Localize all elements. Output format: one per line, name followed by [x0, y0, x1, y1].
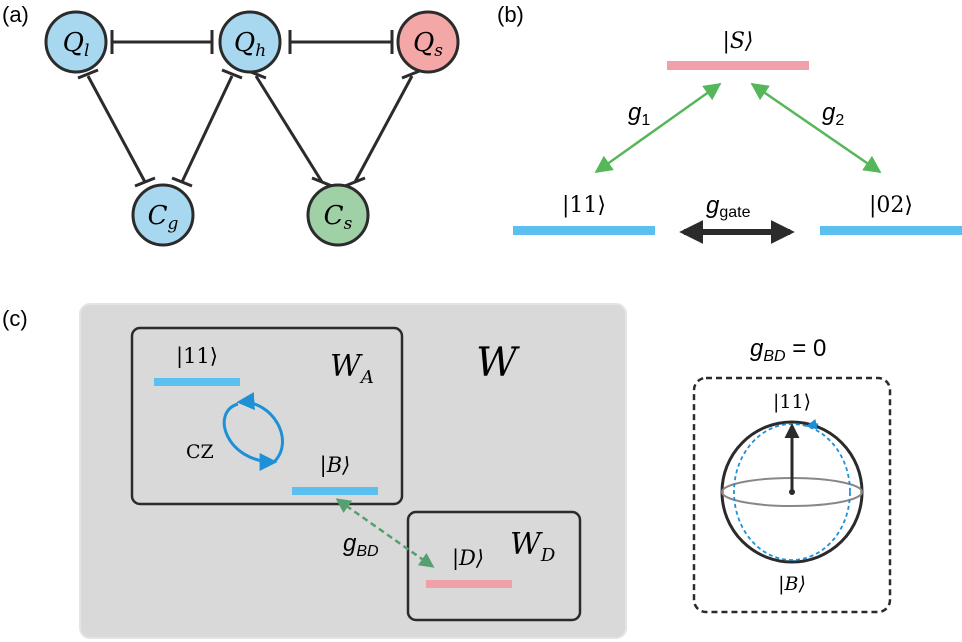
w-label: W — [476, 340, 520, 386]
wa-state-11-label: |11⟩ — [176, 344, 218, 369]
state-02-label: |02⟩ — [869, 193, 913, 218]
wa-label: WA — [330, 349, 374, 388]
panel-b-label: (b) — [497, 2, 524, 27]
level-02 — [820, 226, 962, 235]
panel-c-label: (c) — [2, 306, 28, 331]
g2-label: g2 — [822, 99, 844, 129]
node-q-h: Qh — [218, 10, 282, 74]
node-q-l: Ql — [44, 10, 108, 74]
cz-label: CZ — [186, 441, 214, 463]
state-11-label: |11⟩ — [562, 193, 606, 218]
wa-box — [130, 326, 404, 506]
panel-b: (b) |S⟩ |11⟩ |02⟩ g1 g2 ggate — [497, 2, 962, 244]
state-s-label: |S⟩ — [722, 29, 753, 54]
w-region — [79, 303, 627, 639]
svg-text:Ql: Ql — [63, 28, 90, 61]
panel-c: (c) W WA |11⟩ |B⟩ CZ WD |D⟩ gBD gBD = 0 … — [2, 303, 892, 639]
g1-arrow — [594, 82, 722, 174]
cz-arrow-left — [222, 402, 278, 471]
wa-level-11 — [154, 378, 240, 386]
bloch-center — [789, 489, 795, 495]
panel-a: (a) Ql — [2, 2, 460, 247]
gbd-label: gBD — [343, 530, 379, 560]
wd-label: WD — [510, 527, 556, 566]
gbd-arrow — [335, 498, 435, 568]
wa-level-b — [292, 487, 378, 495]
svg-text:Cg: Cg — [148, 201, 179, 234]
bloch-bottom-label: |B⟩ — [778, 573, 806, 595]
wa-state-b-label: |B⟩ — [320, 453, 351, 478]
node-q-s: Qs — [396, 10, 460, 74]
wd-level-d — [426, 580, 512, 588]
bloch-frame — [692, 376, 892, 614]
g2-arrow — [750, 82, 882, 174]
bloch-trajectory-arrow — [805, 419, 819, 430]
node-c-g: Cg — [131, 183, 195, 247]
coupling-lines — [86, 40, 414, 183]
svg-text:Cs: Cs — [324, 201, 353, 234]
wd-state-d-label: |D⟩ — [452, 546, 484, 571]
bloch-top-label: |11⟩ — [773, 391, 811, 413]
g1-label: g1 — [628, 99, 650, 129]
ggate-label: ggate — [706, 192, 751, 221]
level-11 — [513, 226, 655, 235]
capacitor-marks — [77, 30, 423, 188]
panel-a-label: (a) — [2, 2, 29, 27]
node-c-s: Cs — [306, 183, 370, 247]
cz-arrow-right — [236, 392, 284, 464]
svg-text:Qs: Qs — [413, 28, 443, 61]
bloch-title: gBD = 0 — [750, 335, 826, 365]
level-s — [667, 61, 809, 70]
svg-text:Qh: Qh — [234, 28, 266, 61]
